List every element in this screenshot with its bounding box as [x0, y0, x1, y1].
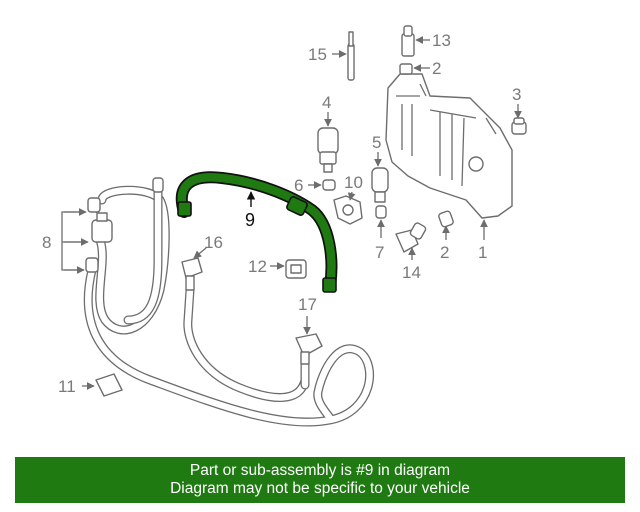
nozzle-part-17 — [295, 333, 323, 365]
callout-4: 4 — [322, 93, 331, 112]
cap-part-3 — [511, 117, 527, 135]
callout-7: 7 — [375, 243, 384, 262]
callout-14: 14 — [402, 263, 421, 282]
pump-part-4 — [317, 127, 339, 173]
grommet-part-6 — [322, 179, 336, 191]
sensor-part-13 — [401, 25, 415, 57]
callout-9: 9 — [245, 210, 255, 230]
banner-line-part: Part or sub-assembly is #9 in diagram — [189, 462, 451, 479]
connector-part-14 — [395, 222, 427, 253]
clamp-part-10 — [333, 195, 363, 225]
callout-numbers: 1 2 2 3 4 5 6 7 8 9 10 11 12 13 14 15 16… — [42, 31, 521, 396]
long-hose-lines — [83, 181, 375, 427]
callout-3: 3 — [512, 85, 521, 104]
callout-12: 12 — [248, 257, 267, 276]
callout-5: 5 — [372, 133, 381, 152]
part-info-banner: Part or sub-assembly is #9 in diagram Di… — [15, 457, 625, 503]
callout-leaders — [61, 36, 522, 390]
callout-17: 17 — [298, 295, 317, 314]
callout-8: 8 — [42, 233, 51, 252]
highlighted-hose-part-9 — [175, 171, 338, 293]
bracket-part-12 — [285, 259, 307, 279]
callout-16: 16 — [204, 233, 223, 252]
valve-block-part-8 — [85, 177, 164, 273]
callout-15: 15 — [308, 45, 327, 64]
callout-2a: 2 — [432, 59, 441, 78]
callout-1: 1 — [478, 243, 487, 262]
callout-11: 11 — [58, 377, 76, 396]
nozzle-part-16 — [181, 257, 203, 291]
callout-2b: 2 — [440, 243, 449, 262]
exploded-parts-diagram: 1 2 2 3 4 5 6 7 8 9 10 11 12 13 14 15 16… — [42, 25, 527, 427]
pump-part-5 — [371, 167, 389, 203]
callout-10: 10 — [344, 173, 363, 192]
clip-part-11 — [95, 373, 123, 397]
grommet-part-7 — [375, 205, 387, 219]
banner-line-disclaimer: Diagram may not be specific to your vehi… — [170, 480, 470, 497]
pipe-part-15 — [347, 31, 355, 81]
fitting-part-2 — [438, 210, 454, 228]
washer-reservoir-part-1 — [385, 63, 513, 219]
callout-13: 13 — [432, 31, 451, 50]
callout-6: 6 — [294, 176, 303, 195]
